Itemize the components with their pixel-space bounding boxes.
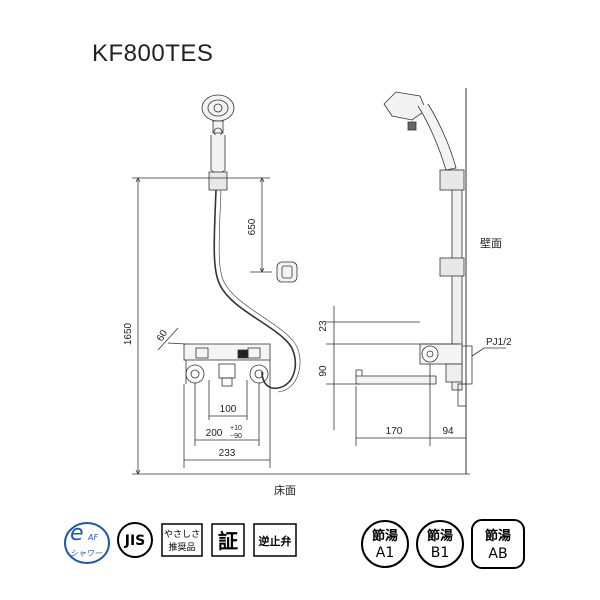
eco-badge-e: e <box>70 521 84 546</box>
label-pj: PJ1/2 <box>486 337 512 348</box>
label-650: 650 <box>247 218 258 235</box>
svg-text:B1: B1 <box>431 545 450 561</box>
water-saving-a1-badge: 節湯 A1 <box>361 520 409 568</box>
svg-text:節湯: 節湯 <box>485 528 511 544</box>
label-wall: 壁面 <box>480 236 502 250</box>
leader-pj <box>471 347 506 357</box>
dim-angle-60 <box>157 327 179 351</box>
model-title: KF800TES <box>92 40 214 67</box>
easy-recommended-badge: やさしさ 推奨品 <box>161 523 203 557</box>
eco-badge-af: AF <box>87 533 98 542</box>
shower-holder-front <box>208 171 228 191</box>
label-23: 23 <box>318 320 329 332</box>
label-floor: 床面 <box>274 483 296 497</box>
label-90: 90 <box>318 365 329 377</box>
holder-bracket-front <box>276 261 298 283</box>
label-200: 200 <box>206 428 223 439</box>
label-233: 233 <box>219 448 236 459</box>
label-100: 100 <box>220 404 237 415</box>
svg-text:節湯: 節湯 <box>427 528 453 544</box>
svg-text:JIS: JIS <box>124 533 146 549</box>
label-94: 94 <box>442 426 454 437</box>
label-170: 170 <box>386 426 403 437</box>
label-60: 60 <box>155 328 170 344</box>
eco-badge-shower: シャワー <box>70 549 103 558</box>
svg-text:節湯: 節湯 <box>372 528 398 544</box>
jis-badge: JIS <box>117 522 153 558</box>
svg-text:やさしさ: やさしさ <box>164 529 200 540</box>
label-200-tol-plus: +10 <box>230 425 242 432</box>
certified-badge: 証 <box>211 523 245 557</box>
check-valve-badge: 逆止弁 <box>253 523 297 557</box>
svg-text:A1: A1 <box>376 545 394 561</box>
svg-text:証: 証 <box>218 529 238 553</box>
eco-shower-badge: e AF シャワー <box>64 521 110 564</box>
shower-hose <box>213 189 297 390</box>
label-200-tol-minus: −90 <box>230 433 242 440</box>
water-saving-b1-badge: 節湯 B1 <box>416 520 464 568</box>
water-saving-ab-badge: 節湯 AB <box>471 519 525 569</box>
faucet-body-side <box>355 343 473 407</box>
svg-text:AB: AB <box>488 546 507 562</box>
faucet-body-front <box>183 343 271 387</box>
label-1650: 1650 <box>123 322 134 345</box>
svg-text:推奨品: 推奨品 <box>168 541 195 553</box>
svg-text:逆止弁: 逆止弁 <box>259 534 292 548</box>
shower-head-side <box>383 91 457 171</box>
